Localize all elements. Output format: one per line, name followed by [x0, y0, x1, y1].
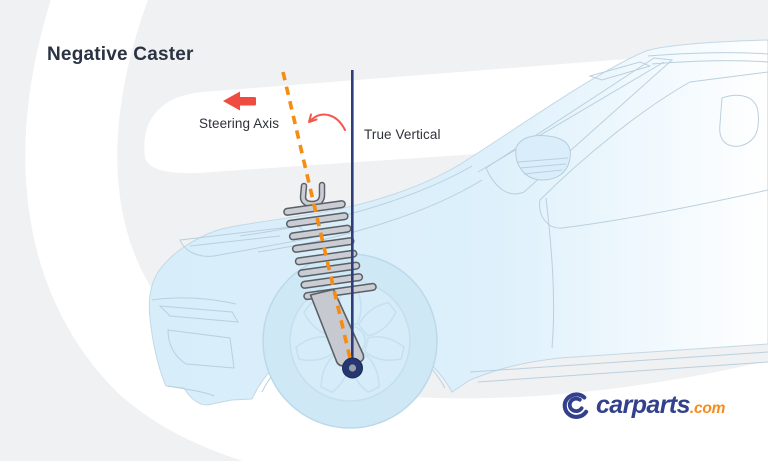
- left-arrow-icon: [223, 91, 256, 111]
- carparts-logo: carparts .com: [556, 389, 725, 423]
- true-vertical-label: True Vertical: [364, 127, 441, 142]
- angle-arc-icon: [308, 113, 346, 131]
- page-title: Negative Caster: [47, 44, 194, 65]
- steering-axis-line: [281, 71, 355, 370]
- strut-illustration: [287, 181, 372, 367]
- carparts-logo-text: carparts .com: [596, 391, 725, 420]
- carparts-swirl-icon: [562, 392, 589, 419]
- steering-axis-label: Steering Axis: [199, 116, 280, 131]
- logo-suffix-text: .com: [689, 400, 726, 417]
- logo-brand-text: carparts: [596, 391, 690, 419]
- hub-joint: [342, 357, 363, 379]
